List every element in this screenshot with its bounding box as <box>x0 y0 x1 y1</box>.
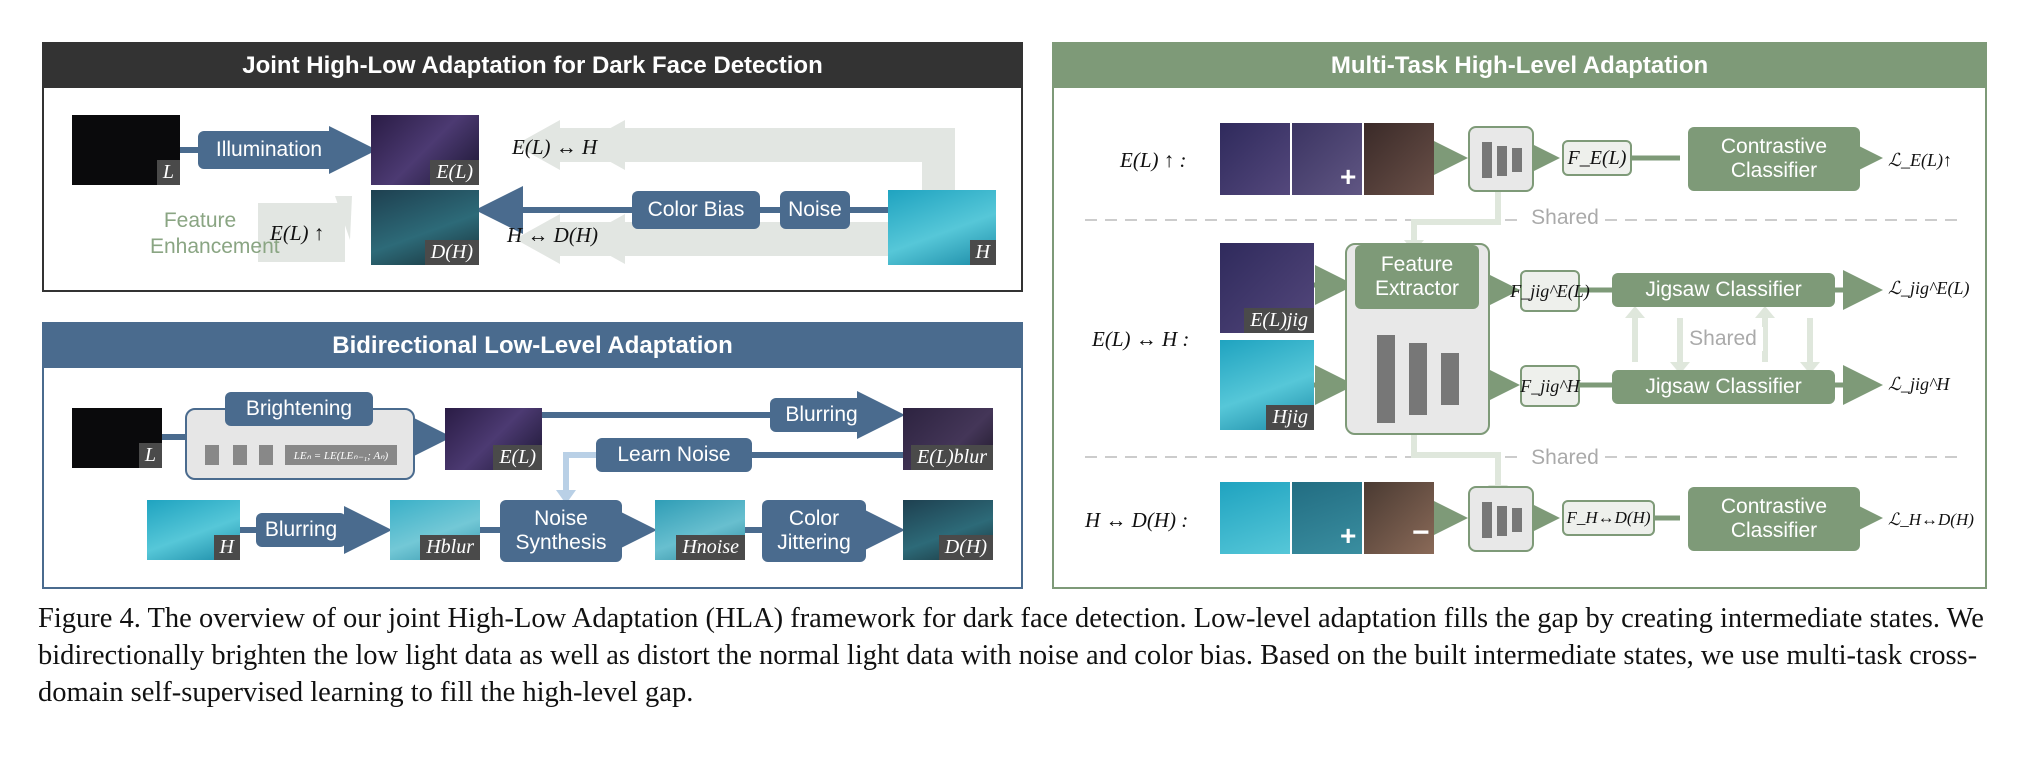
panel-title: Joint High-Low Adaptation for Dark Face … <box>44 44 1021 88</box>
color-bias-box: Color Bias <box>632 191 760 229</box>
noise-box: Noise <box>780 191 850 229</box>
image-tag: Hjig <box>1266 405 1314 430</box>
image-tag: D(H) <box>938 535 993 560</box>
layer-bar <box>1482 502 1492 538</box>
image-tag: E(L) <box>493 445 542 470</box>
image-normal-blur: Hblur <box>390 500 480 560</box>
image-low-light: L <box>72 408 162 468</box>
panel-joint-adaptation: Joint High-Low Adaptation for Dark Face … <box>42 42 1023 292</box>
panel-title: Bidirectional Low-Level Adaptation <box>44 324 1021 368</box>
network-block-1 <box>1468 126 1534 192</box>
blurring-box-bottom: Blurring <box>256 513 346 547</box>
image-distorted: D(H) <box>903 500 993 560</box>
row-label-h-dh: H ↔ D(H) : <box>1085 508 1189 532</box>
label-el-up: E(L) ↑ <box>270 221 325 245</box>
panel-low-level-adaptation: Bidirectional Low-Level Adaptation <box>42 322 1023 589</box>
layer-bar <box>1409 343 1427 415</box>
layer-bar <box>1512 508 1522 532</box>
contrastive-classifier-1: Contrastive Classifier <box>1688 127 1860 191</box>
feature-label-line2: Enhancement <box>150 235 280 258</box>
image-normal-light: H <box>888 190 996 265</box>
layer-bar <box>1497 146 1507 176</box>
feature-f-jig-h: F_jig^H <box>1520 365 1580 407</box>
shared-label: Shared <box>1525 206 1605 230</box>
layer-bar <box>1441 353 1459 405</box>
image-normal-anchor <box>1220 482 1290 554</box>
image-tag: H <box>213 535 240 560</box>
shared-label: Shared <box>1683 327 1763 351</box>
image-tag: L <box>138 443 162 468</box>
image-normal-light: H <box>147 500 240 560</box>
image-low-light: L <box>72 115 180 185</box>
image-tag: E(L)blur <box>911 445 993 470</box>
blurring-box-top: Blurring <box>770 398 873 432</box>
image-distorted-positive: + <box>1292 482 1362 554</box>
le-curve-block <box>205 445 219 465</box>
feature-label: F_jig^E(L) <box>1510 280 1590 301</box>
feature-f-h-dh: F_H↔D(H) <box>1562 500 1655 536</box>
image-normal-noise: Hnoise <box>655 500 745 560</box>
image-distorted: D(H) <box>371 190 479 265</box>
feature-label: F_E(L) <box>1567 146 1627 169</box>
image-enhanced-blur: E(L)blur <box>903 408 993 470</box>
le-curve-block <box>233 445 247 465</box>
feature-extractor-label: Feature Extractor <box>1355 245 1479 309</box>
minus-sign: − <box>1412 516 1430 549</box>
image-normal-jigsaw: Hjig <box>1220 340 1314 430</box>
plus-sign: + <box>1340 520 1357 551</box>
image-negative: − <box>1364 482 1434 554</box>
panel-high-level-adaptation: Multi-Task High-Level Adaptation <box>1052 42 1987 589</box>
image-tag: H <box>969 240 996 265</box>
plus-sign: + <box>1340 161 1357 192</box>
network-block-3 <box>1468 486 1534 552</box>
le-formula: LEₙ = LE(LEₙ₋₁; Aₙ) <box>285 445 397 465</box>
image-tag: E(L)jig <box>1244 308 1314 333</box>
image-enhanced-negative <box>1364 123 1434 195</box>
feature-label: F_H↔D(H) <box>1566 508 1651 528</box>
layer-bar <box>1482 142 1492 178</box>
feature-label-line1: Feature <box>163 209 237 232</box>
layer-bar <box>1377 335 1395 423</box>
image-tag: D(H) <box>424 240 479 265</box>
feature-f-el: F_E(L) <box>1562 140 1632 176</box>
loss-jig-el: ℒ_jig^E(L) <box>1888 278 1970 298</box>
layer-bar <box>1497 506 1507 536</box>
label-el-h: E(L) ↔ H <box>512 135 598 159</box>
shared-label: Shared <box>1525 446 1605 470</box>
image-enhanced-anchor <box>1220 123 1290 195</box>
le-curve-block <box>259 445 273 465</box>
learn-noise-box: Learn Noise <box>596 438 752 472</box>
loss-jig-h: ℒ_jig^H <box>1888 374 1950 394</box>
layer-bar <box>1512 148 1522 172</box>
image-enhanced-jigsaw: E(L)jig <box>1220 243 1314 333</box>
feature-label: F_jig^H <box>1520 375 1580 396</box>
image-enhanced-positive: + <box>1292 123 1362 195</box>
image-tag: L <box>156 160 180 185</box>
image-tag: E(L) <box>430 160 479 185</box>
loss-el-up: ℒ_E(L)↑ <box>1888 150 1952 170</box>
figure-caption: Figure 4. The overview of our joint High… <box>38 603 1984 708</box>
image-enhanced: E(L) <box>445 408 542 470</box>
feature-enhancement-label: Feature Enhancement <box>150 208 280 260</box>
noise-synthesis-box: Noise Synthesis <box>500 500 622 562</box>
color-jittering-box: Color Jittering <box>762 500 866 562</box>
row-label-el-up: E(L) ↑ : <box>1120 148 1187 172</box>
loss-h-dh: ℒ_H↔D(H) <box>1888 510 1974 529</box>
label-h-dh: H ↔ D(H) <box>507 223 598 247</box>
row-label-el-h: E(L) ↔ H : <box>1092 327 1190 351</box>
panel-title: Multi-Task High-Level Adaptation <box>1054 44 1985 88</box>
illumination-box: Illumination <box>198 131 340 169</box>
contrastive-classifier-2: Contrastive Classifier <box>1688 487 1860 551</box>
brightening-box: Brightening <box>225 392 373 426</box>
jigsaw-classifier-2: Jigsaw Classifier <box>1612 370 1835 404</box>
image-enhanced: E(L) <box>371 115 479 185</box>
image-tag: Hblur <box>420 535 480 560</box>
feature-f-jig-el: F_jig^E(L) <box>1510 270 1590 312</box>
image-tag: Hnoise <box>676 535 745 560</box>
jigsaw-classifier-1: Jigsaw Classifier <box>1612 273 1835 307</box>
